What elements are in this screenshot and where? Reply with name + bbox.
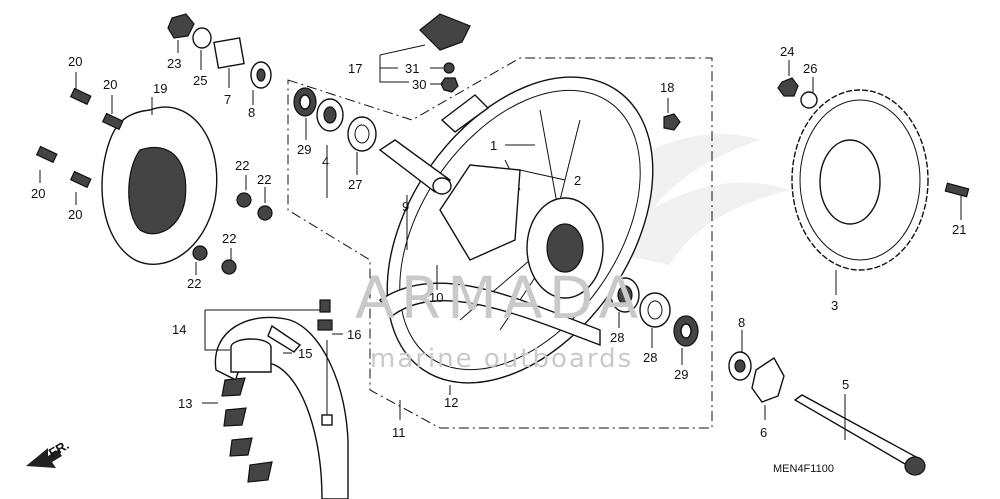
part-label-20-a: 20 bbox=[68, 54, 82, 69]
part-label-29-b: 29 bbox=[674, 367, 688, 382]
part-label-4: 4 bbox=[322, 154, 329, 169]
diagram-code: MEN4F1100 bbox=[773, 463, 834, 475]
driven-sprocket bbox=[791, 89, 929, 271]
part-label-13: 13 bbox=[178, 396, 192, 411]
top-fasteners bbox=[167, 13, 272, 89]
left-bearings bbox=[293, 87, 377, 152]
sprocket-fasteners bbox=[777, 77, 970, 198]
part-label-11: 11 bbox=[392, 425, 406, 440]
front-arrow-icon bbox=[26, 448, 62, 468]
watermark-brand: ARMADA bbox=[355, 264, 644, 332]
part-label-28-b: 28 bbox=[643, 350, 657, 365]
part-label-22-c: 22 bbox=[187, 276, 201, 291]
part-label-1: 1 bbox=[490, 138, 497, 153]
part-label-23: 23 bbox=[167, 56, 181, 71]
part-label-25: 25 bbox=[193, 73, 207, 88]
part-label-17: 17 bbox=[348, 61, 362, 76]
part-label-19: 19 bbox=[153, 81, 167, 96]
rim-lock bbox=[419, 13, 471, 93]
part-label-8-right: 8 bbox=[738, 315, 745, 330]
front-indicator: FR. bbox=[26, 437, 72, 468]
part-label-20-c: 20 bbox=[31, 186, 45, 201]
rear-axle bbox=[728, 351, 926, 476]
right-bearings bbox=[610, 277, 699, 347]
part-label-20-d: 20 bbox=[68, 207, 82, 222]
part-labels: 1 2 3 4 5 6 7 8 8 9 10 11 12 13 14 15 16… bbox=[31, 44, 966, 440]
part-label-31: 31 bbox=[405, 61, 419, 76]
part-label-30: 30 bbox=[412, 77, 426, 92]
rear-wheel bbox=[386, 76, 654, 384]
part-label-3: 3 bbox=[831, 298, 838, 313]
part-label-5: 5 bbox=[842, 377, 849, 392]
disc-nuts bbox=[192, 192, 273, 275]
brake-disc bbox=[101, 106, 218, 265]
axle-sleeve bbox=[378, 139, 452, 195]
part-label-6: 6 bbox=[760, 425, 767, 440]
part-label-20-b: 20 bbox=[103, 77, 117, 92]
part-label-27: 27 bbox=[348, 177, 362, 192]
part-label-7: 7 bbox=[224, 92, 231, 107]
part-label-21: 21 bbox=[952, 222, 966, 237]
part-label-22-a: 22 bbox=[235, 158, 249, 173]
part-label-12: 12 bbox=[444, 395, 458, 410]
part-label-10: 10 bbox=[429, 290, 443, 305]
disc-bolts bbox=[35, 87, 124, 189]
part-label-24: 24 bbox=[780, 44, 794, 59]
part-label-15: 15 bbox=[298, 346, 312, 361]
assembly-dash-outline bbox=[287, 57, 713, 429]
rim-band bbox=[378, 282, 601, 347]
spoke-nipple-nut bbox=[663, 113, 681, 131]
watermark-tagline: marine outboards bbox=[370, 344, 633, 374]
rear-tire bbox=[214, 299, 349, 499]
part-label-14: 14 bbox=[172, 322, 186, 337]
part-label-8-top: 8 bbox=[248, 105, 255, 120]
part-label-26: 26 bbox=[803, 61, 817, 76]
part-label-22-d: 22 bbox=[222, 231, 236, 246]
part-label-2: 2 bbox=[574, 173, 581, 188]
part-label-28-a: 28 bbox=[610, 330, 624, 345]
part-label-16: 16 bbox=[347, 327, 361, 342]
part-label-18: 18 bbox=[660, 80, 674, 95]
leader-lines bbox=[39, 40, 962, 440]
part-label-9: 9 bbox=[402, 199, 409, 214]
part-label-29-a: 29 bbox=[297, 142, 311, 157]
part-label-22-b: 22 bbox=[257, 172, 271, 187]
